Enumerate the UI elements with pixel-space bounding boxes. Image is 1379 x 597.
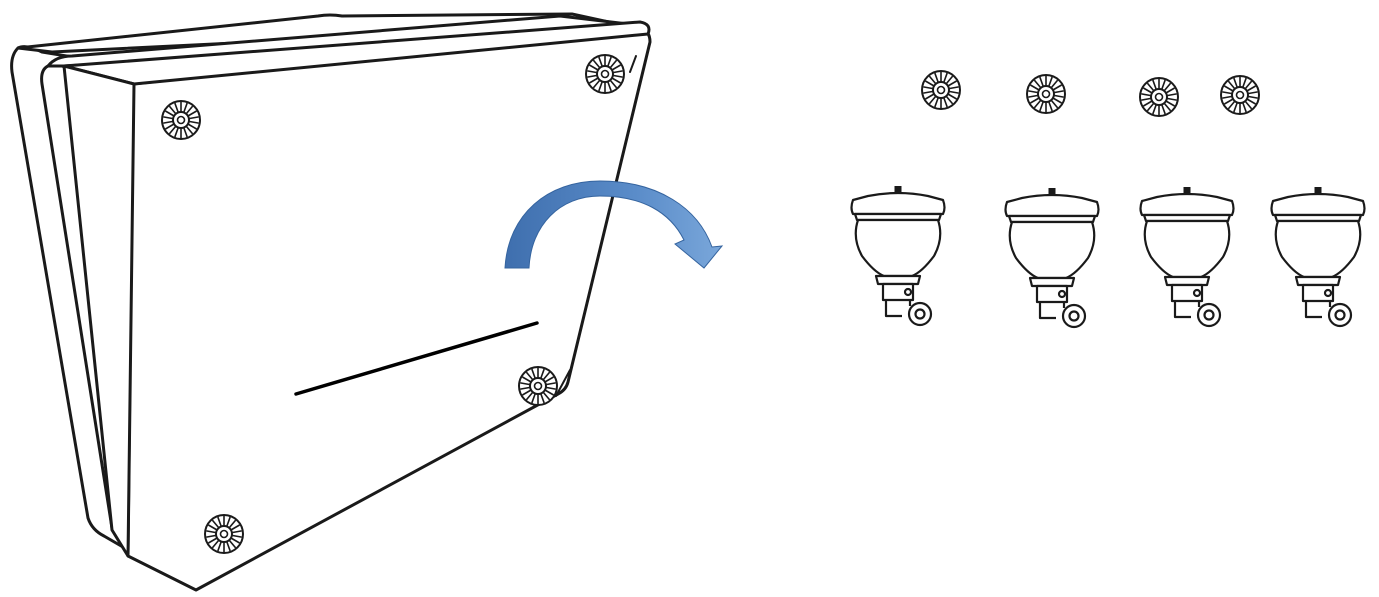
caster-wheel-icon [850, 184, 946, 327]
caster-wheel-icon [1004, 186, 1100, 329]
mount-top-right-icon [585, 54, 625, 94]
face-line [294, 321, 539, 396]
lock-washer-icon [921, 70, 961, 110]
mount-bottom-right-icon [518, 366, 558, 406]
lock-washer-icon [1220, 75, 1260, 115]
cabinet-underside-icon [10, 12, 652, 592]
caster-wheel-icon [1270, 185, 1366, 328]
removed-washers [921, 70, 1260, 117]
curved-arrow-icon [504, 180, 724, 269]
lock-washer-icon [1139, 77, 1179, 117]
cabinet-face [126, 28, 652, 592]
lock-washer-icon [1026, 74, 1066, 114]
caster-wheel-icon [1139, 185, 1235, 328]
mount-top-left-icon [161, 100, 201, 140]
removed-casters [850, 184, 1366, 329]
mount-bottom-left-icon [204, 514, 244, 554]
